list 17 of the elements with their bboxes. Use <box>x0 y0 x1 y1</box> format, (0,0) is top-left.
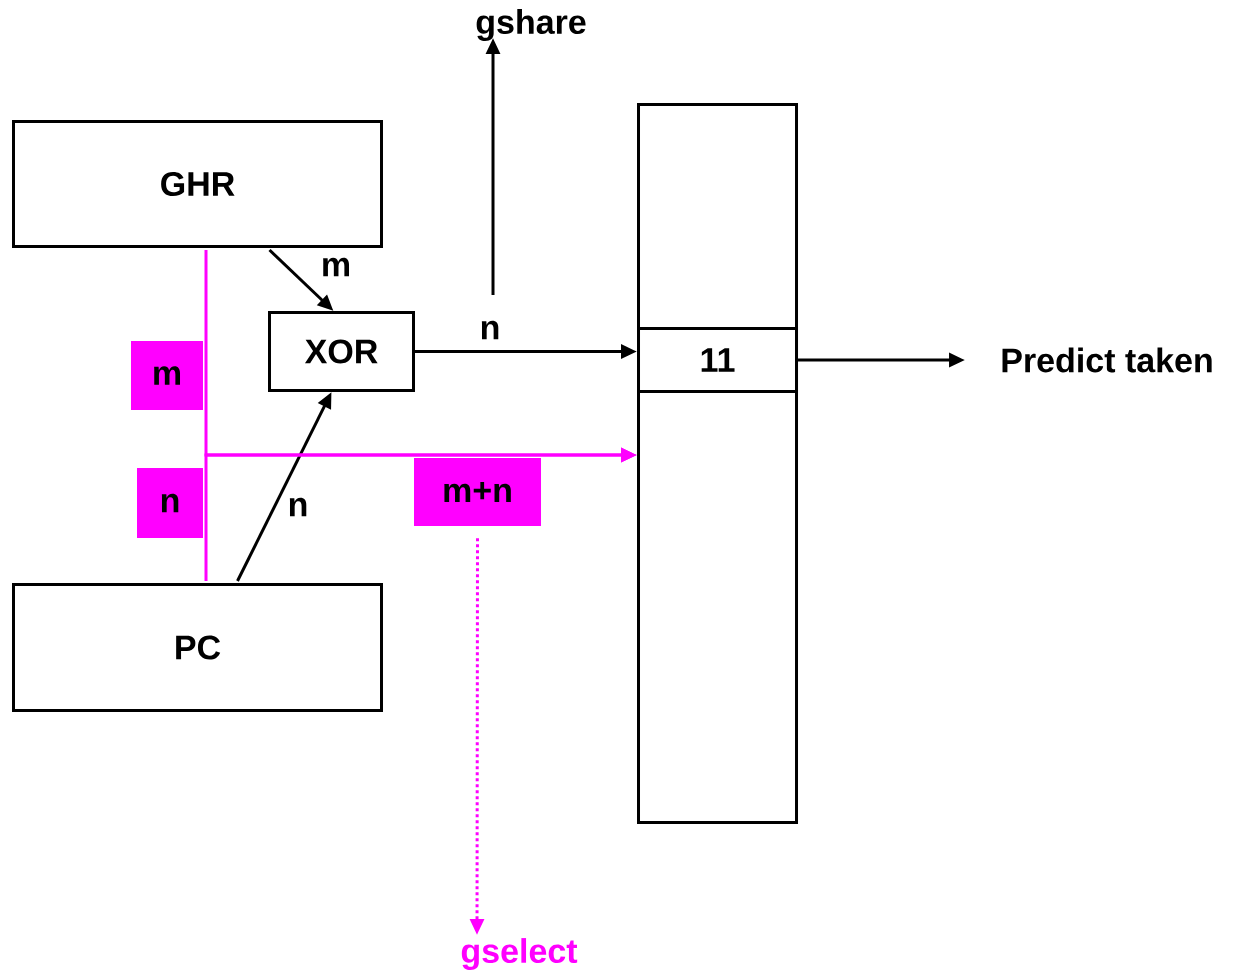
output-label: Predict taken <box>1002 347 1212 373</box>
edge-label: n <box>289 497 307 517</box>
width-tag: m <box>131 341 203 410</box>
table-box <box>637 103 798 824</box>
output-label: gselect <box>461 938 578 970</box>
output-label: gshare <box>476 9 586 41</box>
width-tag: m+n <box>414 458 541 526</box>
process-box: PC <box>12 583 383 712</box>
node-label: n <box>161 493 179 513</box>
table-row: 11 <box>637 327 798 393</box>
edge-label: m <box>323 257 349 277</box>
node-label: m+n <box>444 482 511 502</box>
width-tag: n <box>137 468 203 538</box>
edge-label: n <box>481 320 499 340</box>
node-label: m <box>154 366 181 385</box>
process-box: XOR <box>268 311 415 392</box>
process-box: GHR <box>12 120 383 248</box>
